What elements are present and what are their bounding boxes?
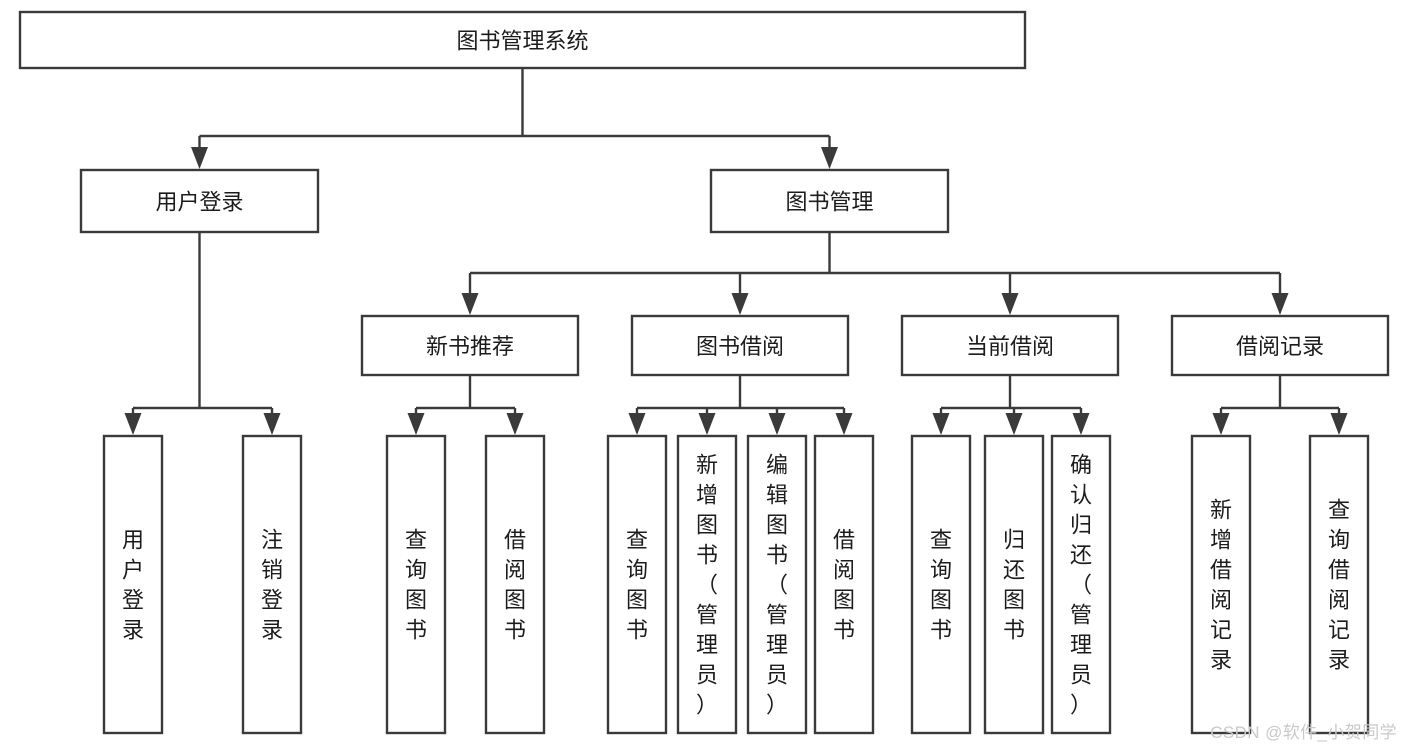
node-root-system[interactable]: 图书管理系统 [18, 10, 1027, 70]
node-leaf-return-book[interactable]: 归还图书 [983, 434, 1045, 735]
node-leaf-borrow-book-1[interactable]: 借阅图书 [484, 434, 546, 735]
node-leaf-borrow-book-2-label: 借阅图书 [833, 527, 855, 642]
node-leaf-add-book-label: 新增图书（管理员） [696, 452, 718, 717]
node-leaf-add-record-label: 新增借阅记录 [1210, 497, 1232, 672]
node-leaf-query-book-1-label: 查询图书 [405, 527, 427, 642]
node-leaf-return-book-label: 归还图书 [1003, 527, 1025, 642]
node-user-login-label: 用户登录 [155, 190, 243, 215]
node-current-borrow[interactable]: 当前借阅 [900, 314, 1120, 377]
node-leaf-query-book-2-box[interactable] [606, 434, 668, 735]
node-leaf-borrow-book-2[interactable]: 借阅图书 [813, 434, 875, 735]
node-leaf-confirm-return-label: 确认归还（管理员） [1070, 452, 1092, 717]
node-leaf-add-record[interactable]: 新增借阅记录 [1190, 434, 1252, 735]
node-layer: 图书管理系统用户登录图书管理新书推荐图书借阅当前借阅借阅记录用户登录注销登录查询… [18, 10, 1390, 735]
node-leaf-borrow-book-1-box[interactable] [484, 434, 546, 735]
node-leaf-confirm-return[interactable]: 确认归还（管理员） [1050, 434, 1112, 735]
node-book-borrow[interactable]: 图书借阅 [630, 314, 850, 377]
node-root-system-label: 图书管理系统 [456, 29, 588, 54]
node-leaf-query-record-label: 查询借阅记录 [1328, 497, 1350, 672]
node-root-system-box[interactable] [18, 10, 1027, 70]
node-leaf-logout[interactable]: 注销登录 [241, 434, 303, 735]
node-leaf-query-book-2[interactable]: 查询图书 [606, 434, 668, 735]
node-current-borrow-label: 当前借阅 [966, 334, 1054, 359]
node-book-borrow-label: 图书借阅 [696, 334, 784, 359]
node-leaf-query-book-1-box[interactable] [385, 434, 447, 735]
node-book-borrow-box[interactable] [630, 314, 850, 377]
node-leaf-logout-box[interactable] [241, 434, 303, 735]
node-leaf-edit-book-box[interactable] [746, 434, 808, 735]
node-leaf-query-record[interactable]: 查询借阅记录 [1308, 434, 1370, 735]
node-leaf-query-book-3-label: 查询图书 [930, 527, 952, 642]
node-new-book-rec-label: 新书推荐 [426, 334, 514, 359]
node-new-book-rec[interactable]: 新书推荐 [360, 314, 580, 377]
node-leaf-add-book-box[interactable] [676, 434, 738, 735]
node-leaf-user-login-label: 用户登录 [122, 527, 144, 642]
node-leaf-edit-book[interactable]: 编辑图书（管理员） [746, 434, 808, 735]
node-borrow-record[interactable]: 借阅记录 [1170, 314, 1390, 377]
node-leaf-user-login[interactable]: 用户登录 [102, 434, 164, 735]
node-leaf-query-book-3[interactable]: 查询图书 [910, 434, 972, 735]
node-user-login[interactable]: 用户登录 [79, 168, 320, 234]
node-leaf-borrow-book-2-box[interactable] [813, 434, 875, 735]
node-leaf-edit-book-label: 编辑图书（管理员） [766, 452, 788, 717]
node-new-book-rec-box[interactable] [360, 314, 580, 377]
node-leaf-logout-label: 注销登录 [261, 527, 283, 642]
node-leaf-query-book-1[interactable]: 查询图书 [385, 434, 447, 735]
node-leaf-query-book-2-label: 查询图书 [626, 527, 648, 642]
node-book-manage[interactable]: 图书管理 [709, 168, 950, 234]
node-leaf-confirm-return-box[interactable] [1050, 434, 1112, 735]
node-borrow-record-label: 借阅记录 [1236, 334, 1324, 359]
node-book-manage-label: 图书管理 [785, 190, 873, 215]
node-leaf-borrow-book-1-label: 借阅图书 [504, 527, 526, 642]
connector-layer [124, 68, 1348, 435]
node-book-manage-box[interactable] [709, 168, 950, 234]
node-current-borrow-box[interactable] [900, 314, 1120, 377]
csdn-watermark: CSDN @软件_小贺同学 [1210, 723, 1397, 742]
node-leaf-user-login-box[interactable] [102, 434, 164, 735]
node-leaf-query-book-3-box[interactable] [910, 434, 972, 735]
node-leaf-add-book[interactable]: 新增图书（管理员） [676, 434, 738, 735]
node-borrow-record-box[interactable] [1170, 314, 1390, 377]
node-leaf-add-record-box[interactable] [1190, 434, 1252, 735]
node-user-login-box[interactable] [79, 168, 320, 234]
node-leaf-query-record-box[interactable] [1308, 434, 1370, 735]
node-leaf-return-book-box[interactable] [983, 434, 1045, 735]
